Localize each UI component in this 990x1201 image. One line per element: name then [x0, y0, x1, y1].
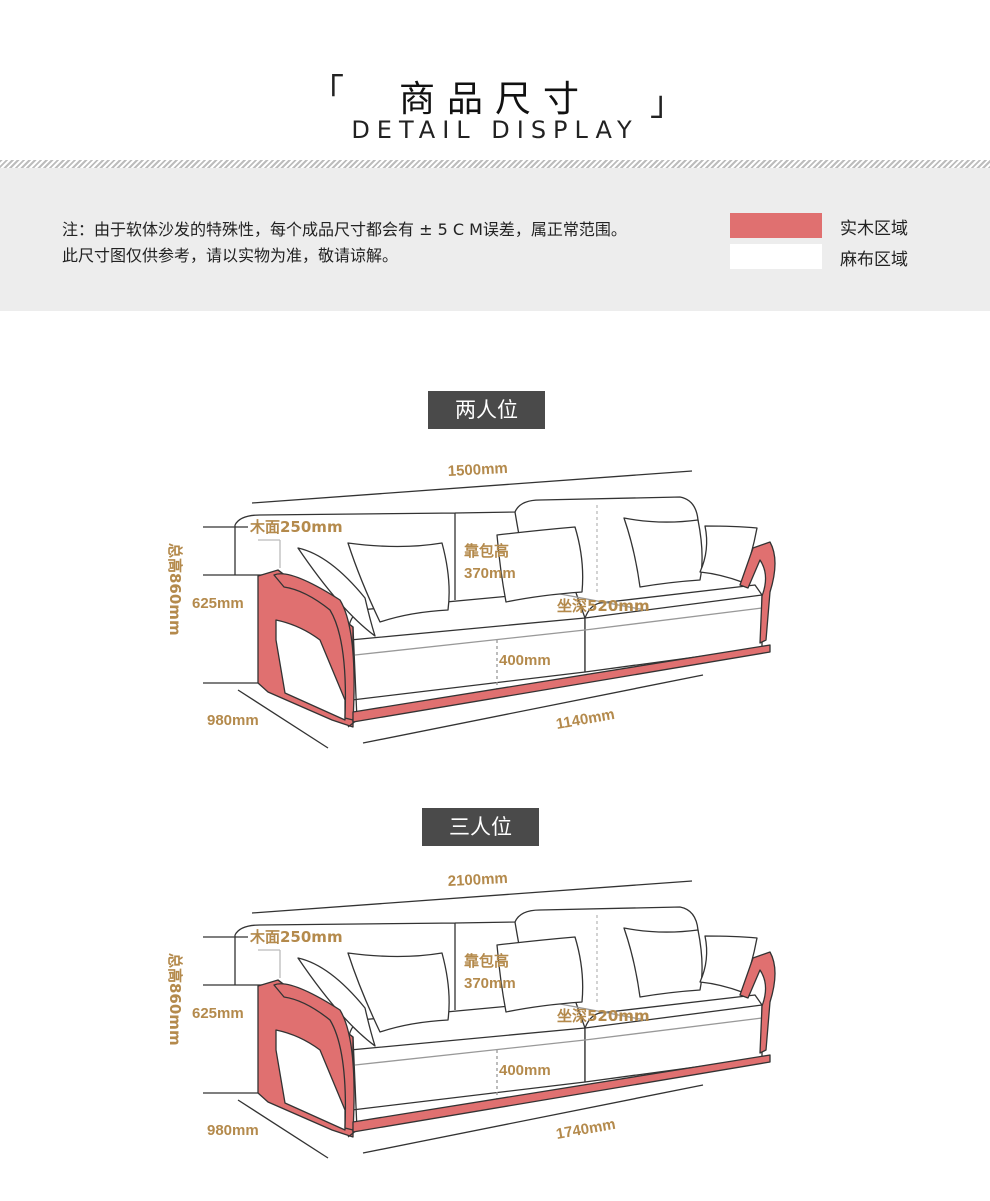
- sofa-diagram-three-seat: 2100mm 木面250mm 总高860mm 625mm 靠包高 370mm 坐…: [166, 870, 776, 1159]
- section-label-three-seat: 三人位: [422, 808, 539, 846]
- legend-swatch-fabric: [730, 244, 822, 269]
- dim-seat-height: 400mm: [499, 652, 551, 669]
- dim-total-width: 2100mm: [447, 870, 508, 890]
- dim-back-cushion-a: 靠包高: [464, 952, 509, 970]
- notice-panel: 注：由于软体沙发的特殊性，每个成品尺寸都会有 ± 5 C M误差，属正常范围。 …: [0, 168, 990, 311]
- dim-seat-width: 1740mm: [555, 1116, 617, 1143]
- bracket-open: 「: [310, 72, 344, 112]
- dim-seat-height: 400mm: [499, 1062, 551, 1079]
- section-label-two-seat: 两人位: [428, 391, 545, 429]
- dim-wood-top: 木面250mm: [249, 928, 343, 946]
- dim-back-cushion-b: 370mm: [464, 565, 516, 582]
- dim-back-cushion-b: 370mm: [464, 975, 516, 992]
- dim-back-cushion-a: 靠包高: [464, 542, 509, 560]
- dim-arm-height: 625mm: [192, 595, 244, 612]
- notice-line-2: 此尺寸图仅供参考，请以实物为准，敬请谅解。: [62, 246, 399, 265]
- dim-arm-height: 625mm: [192, 1005, 244, 1022]
- sofa-diagram-two-seat: 1500mm 木面250mm 总高860mm 625mm 靠包高 370mm 坐…: [166, 460, 776, 749]
- page-subtitle: DETAIL DISPLAY: [351, 116, 639, 144]
- page-title: 商品尺寸: [398, 79, 591, 120]
- dim-total-height: 总高860mm: [166, 543, 184, 636]
- legend-label-wood: 实木区域: [840, 219, 908, 239]
- page-header: 「 」 商品尺寸 DETAIL DISPLAY: [0, 0, 990, 160]
- notice-line-1: 注：由于软体沙发的特殊性，每个成品尺寸都会有 ± 5 C M误差，属正常范围。: [62, 220, 627, 239]
- dim-total-height: 总高860mm: [166, 953, 184, 1046]
- dim-seat-width: 1140mm: [555, 706, 616, 733]
- legend-label-fabric: 麻布区域: [840, 250, 908, 270]
- dim-depth: 980mm: [207, 712, 259, 729]
- legend-swatch-wood: [730, 213, 822, 238]
- bracket-close: 」: [650, 84, 684, 124]
- dim-depth: 980mm: [207, 1122, 259, 1139]
- divider-stripe: [0, 160, 990, 168]
- dim-seat-depth: 坐深520mm: [557, 1007, 650, 1025]
- dim-total-width: 1500mm: [447, 460, 508, 480]
- dim-seat-depth: 坐深520mm: [557, 597, 650, 615]
- dim-wood-top: 木面250mm: [249, 518, 343, 536]
